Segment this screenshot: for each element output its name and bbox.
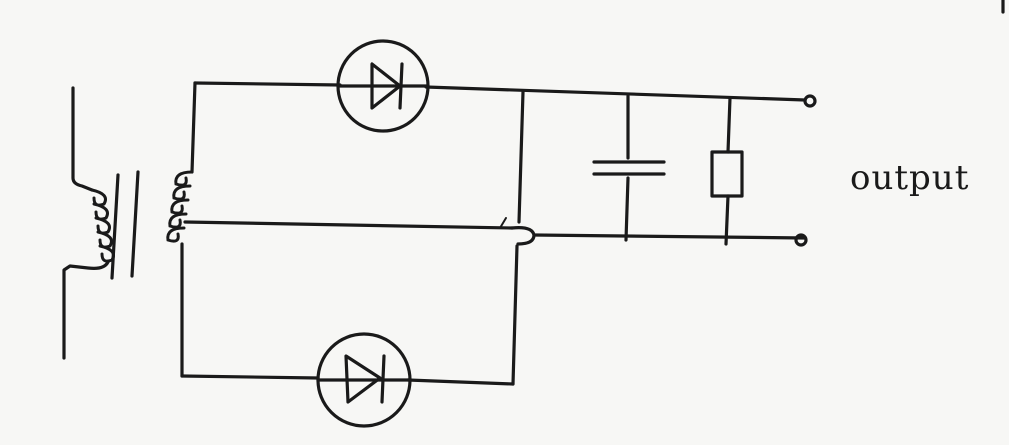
output-terminal-top [803, 94, 817, 108]
transformer-secondary-winding [166, 81, 197, 378]
vertical-return-rail [511, 90, 525, 386]
top-rail [193, 81, 807, 102]
transformer-primary-winding [62, 86, 115, 360]
diode-top [336, 39, 430, 133]
junction-mark [499, 217, 507, 229]
load-resistor [710, 96, 744, 246]
output-label: output [850, 158, 970, 198]
output-terminal-bottom [794, 233, 808, 247]
diode-bottom [316, 332, 412, 428]
transformer-core [110, 170, 140, 280]
center-tap-rail [183, 220, 807, 246]
bottom-rail [180, 374, 515, 386]
smoothing-capacitor [592, 94, 666, 242]
